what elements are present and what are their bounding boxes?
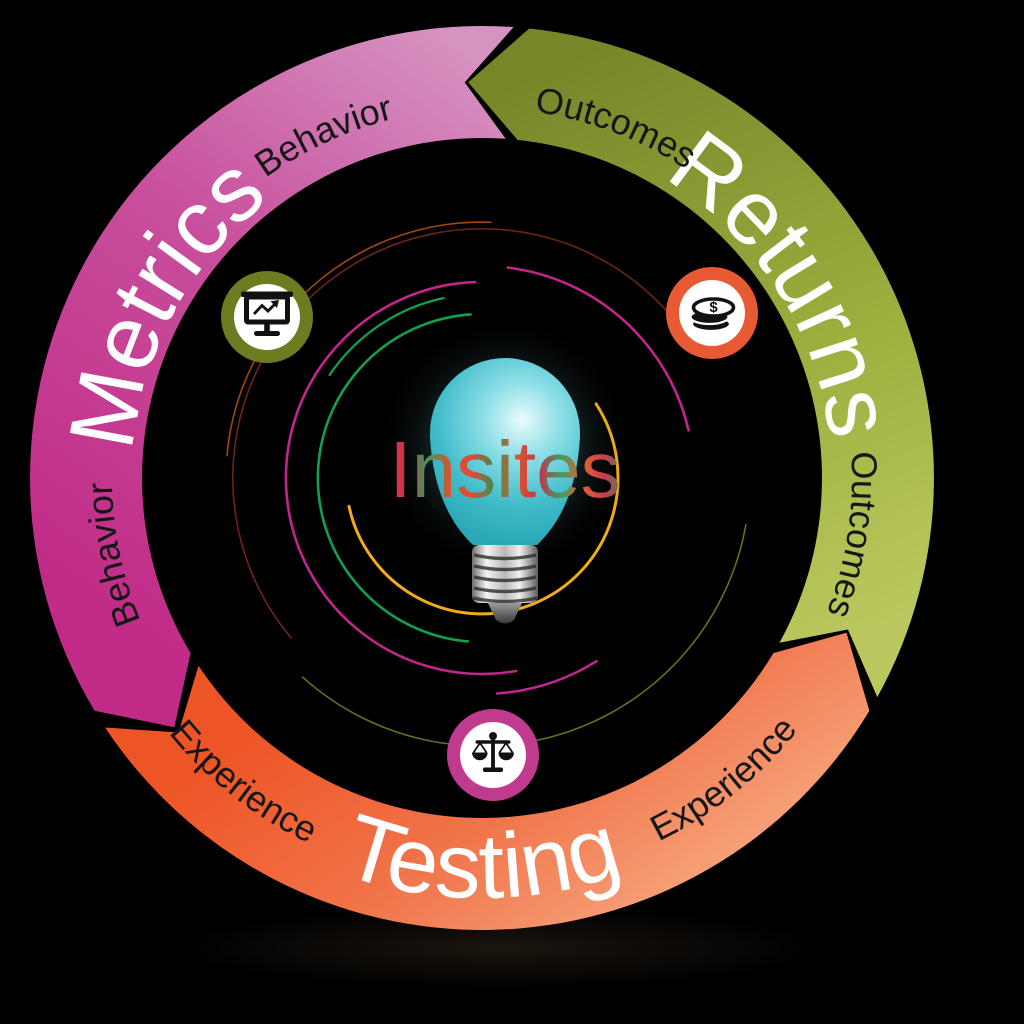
- bulb-glass: [430, 358, 580, 545]
- ring-arc-magenta: [284, 280, 518, 676]
- ring-arc-olive: [301, 523, 747, 747]
- testing-ribbon: [105, 632, 870, 930]
- ring-arc-magenta: [506, 266, 690, 432]
- ring-arc-dark_orange: [226, 221, 492, 457]
- bulb-screw-base: [472, 545, 538, 603]
- brand-name: Insites: [389, 425, 620, 514]
- lightbulb-icon: [340, 285, 670, 624]
- ring-arc-green: [328, 296, 445, 377]
- metrics-ribbon: [30, 26, 514, 728]
- coins-icon: $: [666, 267, 758, 359]
- screw-ridges: [472, 553, 538, 604]
- presentation-chart-icon: [221, 271, 313, 363]
- returns-ribbon: [468, 28, 934, 698]
- testing-arc-label: Testing: [333, 795, 631, 919]
- ring-arc-magenta: [495, 659, 598, 695]
- dollar-symbol: $: [709, 299, 718, 316]
- ring-arc-dark_red: [232, 228, 699, 639]
- segment-icons: $: [221, 267, 758, 801]
- bulb-contact-tip: [488, 603, 522, 624]
- floor-shadow-layer: [148, 904, 852, 992]
- scales-icon: [447, 709, 539, 801]
- cycle-ribbons: [30, 26, 934, 930]
- floor-shadow: [148, 904, 852, 992]
